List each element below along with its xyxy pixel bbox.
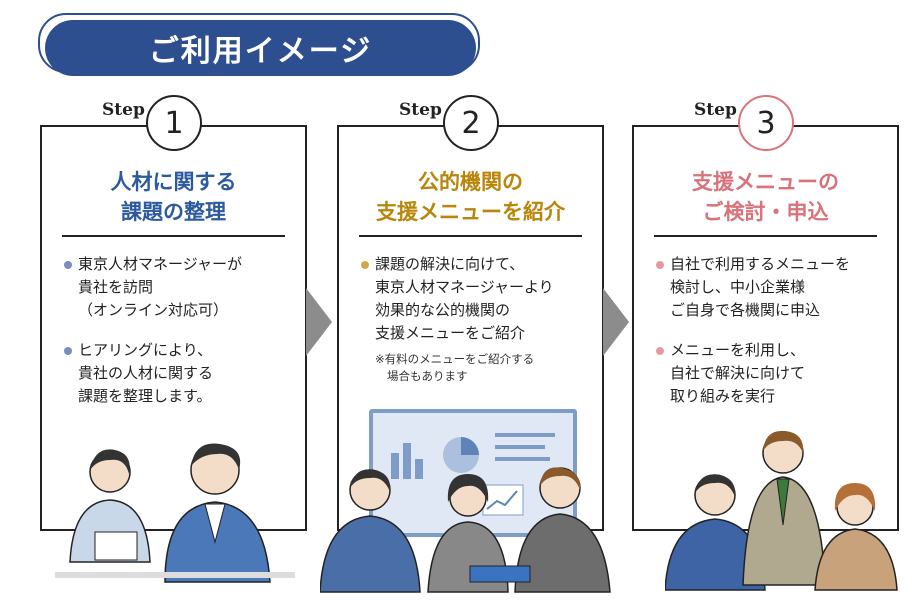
page-title: ご利用イメージ (45, 20, 476, 76)
arrow-right-icon (603, 288, 629, 356)
step-3-label: Step (690, 100, 741, 120)
list-item: 自社で利用するメニューを 検討し、中小企業様 ご自身で各機関に申込 (656, 253, 886, 322)
bullet-dot-icon (656, 261, 664, 269)
people-meeting-illustration-2 (320, 467, 611, 593)
list-item: ヒアリングにより、 貴社の人材に関する 課題を整理します。 (64, 339, 294, 408)
step-1-heading: 人材に関する 課題の整理 (42, 167, 305, 227)
step-3-heading-line2: ご検討・申込 (702, 200, 829, 224)
step-2-bullets: 課題の解決に向けて、 東京人材マネージャーより 効果的な公的機関の 支援メニュー… (361, 253, 591, 385)
chart-graphic-icon (391, 433, 555, 516)
list-item: メニューを利用し、 自社で解決に向けて 取り組みを実行 (656, 339, 886, 408)
step-1-label: Step (98, 100, 149, 120)
step-3-number: 3 (738, 95, 794, 151)
step-2-heading-line1: 公的機関の (418, 170, 523, 194)
step-2-label: Step (395, 100, 446, 120)
step-3-divider (654, 235, 877, 237)
step-2-card: 公的機関の 支援メニューを紹介 課題の解決に向けて、 東京人材マネージャーより … (337, 125, 604, 537)
step-2-number: 2 (443, 95, 499, 151)
step-2-heading: 公的機関の 支援メニューを紹介 (339, 167, 602, 227)
people-meeting-illustration-1 (55, 443, 295, 583)
step-2-divider (359, 235, 582, 237)
arrow-right-icon (306, 288, 332, 356)
step-1-divider (62, 235, 285, 237)
step-3-heading: 支援メニューの ご検討・申込 (634, 167, 897, 227)
bullet-dot-icon (64, 347, 72, 355)
step-1-heading-line1: 人材に関する (110, 170, 237, 194)
bullet-dot-icon (656, 347, 664, 355)
list-item: 課題の解決に向けて、 東京人材マネージャーより 効果的な公的機関の 支援メニュー… (361, 253, 591, 345)
step-1-number: 1 (146, 95, 202, 151)
step-1-heading-line2: 課題の整理 (121, 200, 226, 224)
step-2-heading-line2: 支援メニューを紹介 (376, 200, 565, 224)
bullet-dot-icon (64, 261, 72, 269)
list-item: 東京人材マネージャーが 貴社を訪問 （オンライン対応可） (64, 253, 294, 322)
step-3-bullets: 自社で利用するメニューを 検討し、中小企業様 ご自身で各機関に申込 メニューを利… (656, 253, 886, 425)
step-1-bullets: 東京人材マネージャーが 貴社を訪問 （オンライン対応可） ヒアリングにより、 貴… (64, 253, 294, 425)
people-meeting-illustration-3 (665, 430, 898, 591)
step-3-heading-line1: 支援メニューの (692, 170, 839, 194)
bullet-dot-icon (361, 261, 369, 269)
step-2-note: ※有料のメニューをご紹介する 場合もあります (375, 352, 535, 383)
